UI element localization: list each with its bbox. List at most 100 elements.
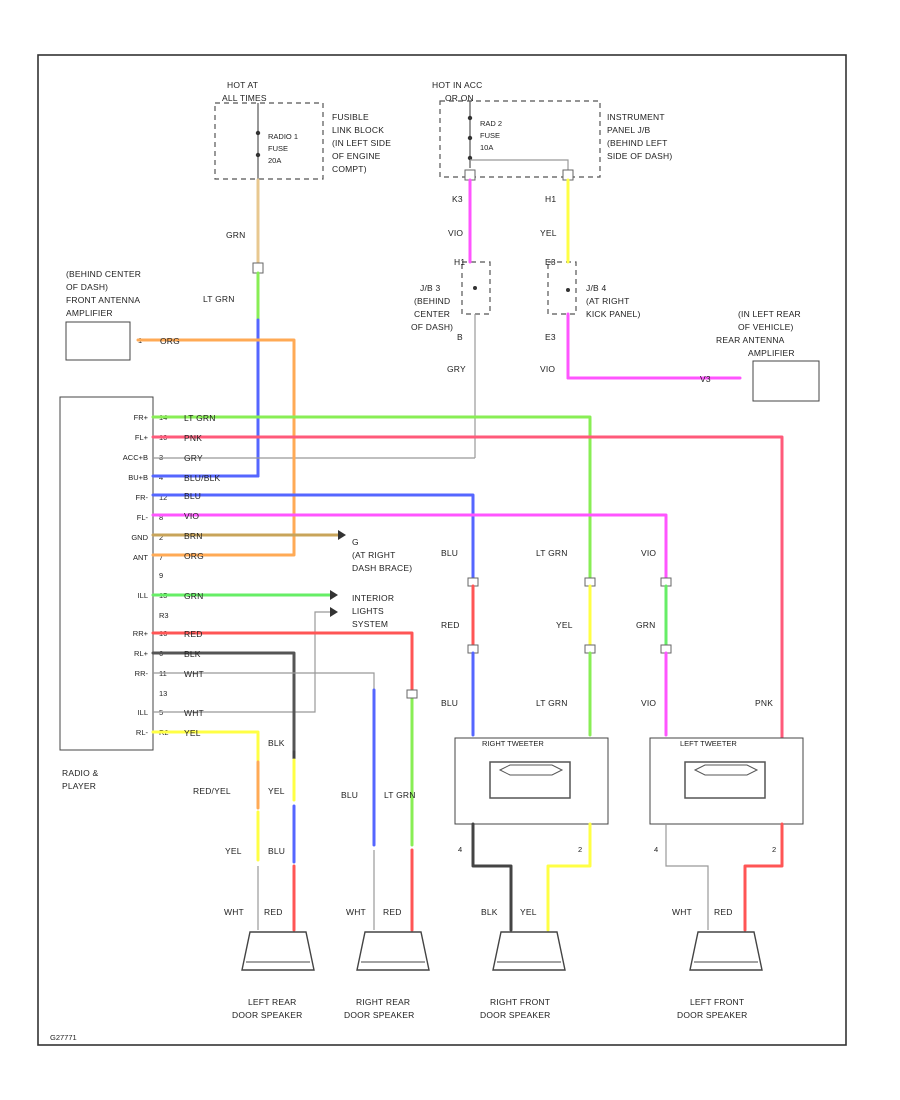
rf-speaker-label-2: DOOR SPEAKER — [480, 1010, 550, 1020]
label-vio-k3: VIO — [448, 228, 463, 238]
jb4: J/B 4 (AT RIGHT KICK PANEL) — [547, 261, 640, 319]
connector-rr — [406, 689, 418, 699]
wire-blk-rf — [471, 822, 513, 932]
fuse-right-line-2: FUSE — [480, 131, 500, 140]
fusible-link-block: HOT AT ALL TIMES RADIO 1 FUSE 20A FUSIBL… — [214, 80, 391, 180]
fuse-left-line-2: FUSE — [268, 144, 288, 153]
radio-pin-label: FR- — [136, 493, 149, 502]
radio-pin-label: FL- — [137, 513, 149, 522]
label-blk-rl: BLK — [184, 649, 201, 659]
radio-pin-number: 8 — [159, 513, 163, 522]
label-yel-lr: YEL — [268, 786, 285, 796]
fuse-left-location-3: (IN LEFT SIDE — [332, 138, 391, 148]
label-wht-rr: WHT — [184, 669, 204, 679]
fuse-box-left-outline — [214, 102, 324, 180]
lf-speaker-label-2: DOOR SPEAKER — [677, 1010, 747, 1020]
ground-line-1: G — [352, 537, 359, 547]
hot-label-right-2: OR ON — [445, 93, 474, 103]
label-h1-right: H1 — [545, 194, 556, 204]
radio-pin-label: ILL — [138, 708, 148, 717]
left-tweeter-label: LEFT TWEETER — [680, 739, 737, 748]
label-yel-lr2: YEL — [225, 846, 242, 856]
jb3-outline — [461, 261, 491, 315]
left-front-door-speaker: LEFT FRONT DOOR SPEAKER — [677, 931, 763, 1020]
label-yel-top: YEL — [540, 228, 557, 238]
radio-pin-number: 13 — [159, 689, 167, 698]
wire-wht-lf — [665, 824, 709, 930]
label-e3-top: E3 — [545, 257, 556, 267]
rf-speaker-label-1: RIGHT FRONT — [490, 997, 550, 1007]
radio-pin-label: ILL — [138, 591, 148, 600]
wire-wht-ill — [153, 611, 330, 713]
fuse-right-location-1: INSTRUMENT — [607, 112, 665, 122]
radio-label-2: PLAYER — [62, 781, 96, 791]
fuse-box-right-outline — [439, 100, 601, 178]
radio-pin-label: GND — [131, 533, 148, 542]
label-blk-lr: BLK — [268, 738, 285, 748]
rr-speaker-label-2: DOOR SPEAKER — [344, 1010, 414, 1020]
wire-red-lf — [743, 822, 784, 932]
radio-pin-label: RR- — [135, 669, 149, 678]
label-gry-jb3: GRY — [447, 364, 466, 374]
rear-amp-line-2: OF VEHICLE) — [738, 322, 794, 332]
lr-speaker-label-2: DOOR SPEAKER — [232, 1010, 302, 1020]
label-lt-grn-g1: LT GRN — [536, 548, 568, 558]
jb4-line-2: (AT RIGHT — [586, 296, 630, 306]
label-pnk: PNK — [184, 433, 202, 443]
label-grn: GRN — [226, 230, 246, 240]
lf-speaker-label-1: LEFT FRONT — [690, 997, 744, 1007]
illum-line-3: SYSTEM — [352, 619, 388, 629]
label-org-antenna: ORG — [160, 336, 180, 346]
wire-red-rr — [151, 631, 414, 692]
wire-vio-fl — [151, 513, 668, 582]
wire-wht-rr — [153, 672, 375, 690]
label-red-lr: RED — [264, 907, 283, 917]
label-blu-rr: BLU — [341, 790, 358, 800]
label-k3: K3 — [452, 194, 463, 204]
wire-yel-rl — [151, 730, 260, 762]
label-yel-rl: YEL — [184, 728, 201, 738]
fuse-right-line-3: 10A — [480, 143, 493, 152]
wire-pnk-fl — [151, 435, 784, 742]
radio-pin-number: 2 — [159, 533, 163, 542]
radio-pin-label: RL+ — [134, 649, 149, 658]
wire-org-antenna — [136, 338, 296, 557]
fuse-left-location-5: COMPT) — [332, 164, 367, 174]
label-lt-grn-left: LT GRN — [203, 294, 235, 304]
label-blk-rf: BLK — [481, 907, 498, 917]
right-front-door-speaker: RIGHT FRONT DOOR SPEAKER — [480, 931, 566, 1020]
label-blu-blk: BLU/BLK — [184, 473, 220, 483]
label-lt-grn-rr: LT GRN — [384, 790, 416, 800]
label-yel-rf: YEL — [520, 907, 537, 917]
lr-speaker-label-1: LEFT REAR — [248, 997, 296, 1007]
fuse-left-line-1: RADIO 1 — [268, 132, 298, 141]
hot-label-right: HOT IN ACC — [432, 80, 483, 90]
fuse-right-location-4: SIDE OF DASH) — [607, 151, 672, 161]
label-gry: GRY — [184, 453, 203, 463]
radio-box — [59, 396, 154, 751]
radio-label-1: RADIO & — [62, 768, 98, 778]
jb3-line-1: J/B 3 — [420, 283, 440, 293]
label-blu-lr: BLU — [268, 846, 285, 856]
rear-amp-line-4: AMPLIFIER — [748, 348, 795, 358]
label-red-lf: RED — [714, 907, 733, 917]
fuse-right-location-3: (BEHIND LEFT — [607, 138, 668, 148]
rear-amp-line-3: REAR ANTENNA — [716, 335, 785, 345]
label-lt-grn-fr: LT GRN — [184, 413, 216, 423]
ground-line-2: (AT RIGHT — [352, 550, 396, 560]
radio-pin-number: R3 — [159, 611, 169, 620]
jb4-line-1: J/B 4 — [586, 283, 606, 293]
radio-pin-label: ANT — [133, 553, 148, 562]
fuse-left-location-2: LINK BLOCK — [332, 125, 384, 135]
fuse-left-location-4: OF ENGINE — [332, 151, 381, 161]
illum-line-1: INTERIOR — [352, 593, 394, 603]
label-yel-g: YEL — [556, 620, 573, 630]
label-vio-jb4: VIO — [540, 364, 555, 374]
front-amp-line-4: AMPLIFIER — [66, 308, 113, 318]
front-amp-line-2: OF DASH) — [66, 282, 108, 292]
label-wht-rr2: WHT — [346, 907, 366, 917]
right-tweeter-pin-4: 4 — [458, 845, 462, 854]
ground-line-3: DASH BRACE) — [352, 563, 412, 573]
radio-pin-label: ACC+B — [123, 453, 148, 462]
fuse-left-line-3: 20A — [268, 156, 281, 165]
